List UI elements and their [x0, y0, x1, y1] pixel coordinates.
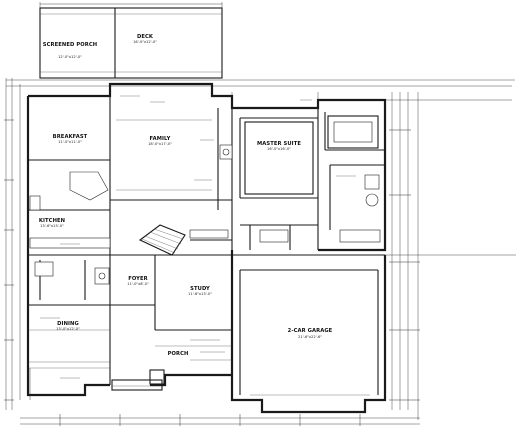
garage-name: 2-CAR GARAGE — [288, 328, 333, 334]
foyer-name: FOYER — [128, 276, 148, 282]
study-dims: 11'-6"x13'-0" — [188, 292, 212, 296]
room-label-screened-porch: SCREENED PORCH 12'-0"x12'-0" — [43, 42, 97, 59]
deck-name: DECK — [137, 34, 154, 40]
family-dims: 18'-0"x17'-0" — [148, 142, 172, 146]
screened-porch-dims: 12'-0"x12'-0" — [58, 55, 82, 59]
porch-steps — [111, 369, 165, 391]
foyer-dims: 11'-0"x8'-0" — [127, 282, 149, 286]
dining-dims: 13'-0"x12'-0" — [56, 327, 80, 331]
kitchen-dims: 13'-6"x13'-0" — [40, 224, 64, 228]
room-label-family: FAMILY 18'-0"x17'-0" — [148, 136, 172, 146]
dining-name: DINING — [57, 321, 79, 327]
room-label-kitchen: KITCHEN 13'-6"x13'-0" — [39, 218, 65, 228]
study-name: STUDY — [190, 286, 210, 292]
garage-lines — [239, 269, 379, 396]
garage-dims: 21'-6"x22'-6" — [298, 335, 322, 339]
annotation-marks — [40, 95, 356, 379]
deck-area — [39, 7, 223, 79]
room-label-deck: DECK 16'-0"x12'-0" — [133, 34, 157, 44]
master-suite-name: MASTER SUITE — [257, 141, 301, 147]
porch-name: PORCH — [168, 351, 189, 357]
room-label-dining: DINING 13'-0"x12'-0" — [56, 321, 80, 331]
room-label-garage: 2-CAR GARAGE 21'-6"x22'-6" — [288, 328, 333, 339]
wall-hatching — [28, 119, 232, 369]
kitchen-fixtures — [29, 144, 381, 285]
room-label-master-suite: MASTER SUITE 16'-0"x16'-0" — [257, 141, 301, 151]
screened-porch-name: SCREENED PORCH — [43, 42, 97, 48]
master-suite-box — [244, 115, 379, 195]
stair — [138, 224, 186, 256]
room-label-porch: PORCH — [168, 351, 189, 357]
kitchen-name: KITCHEN — [39, 218, 65, 224]
interior-walls — [28, 96, 385, 385]
room-label-foyer: FOYER 11'-0"x8'-0" — [127, 276, 149, 286]
breakfast-dims: 11'-0"x11'-0" — [58, 140, 82, 144]
breakfast-name: BREAKFAST — [53, 134, 88, 140]
family-name: FAMILY — [150, 136, 171, 142]
deck-dims: 16'-0"x12'-0" — [133, 40, 157, 44]
exterior-walls — [26, 82, 387, 414]
room-label-study: STUDY 11'-6"x13'-0" — [188, 286, 212, 296]
master-suite-dims: 16'-0"x16'-0" — [267, 147, 291, 151]
room-label-breakfast: BREAKFAST 11'-0"x11'-0" — [53, 134, 88, 144]
